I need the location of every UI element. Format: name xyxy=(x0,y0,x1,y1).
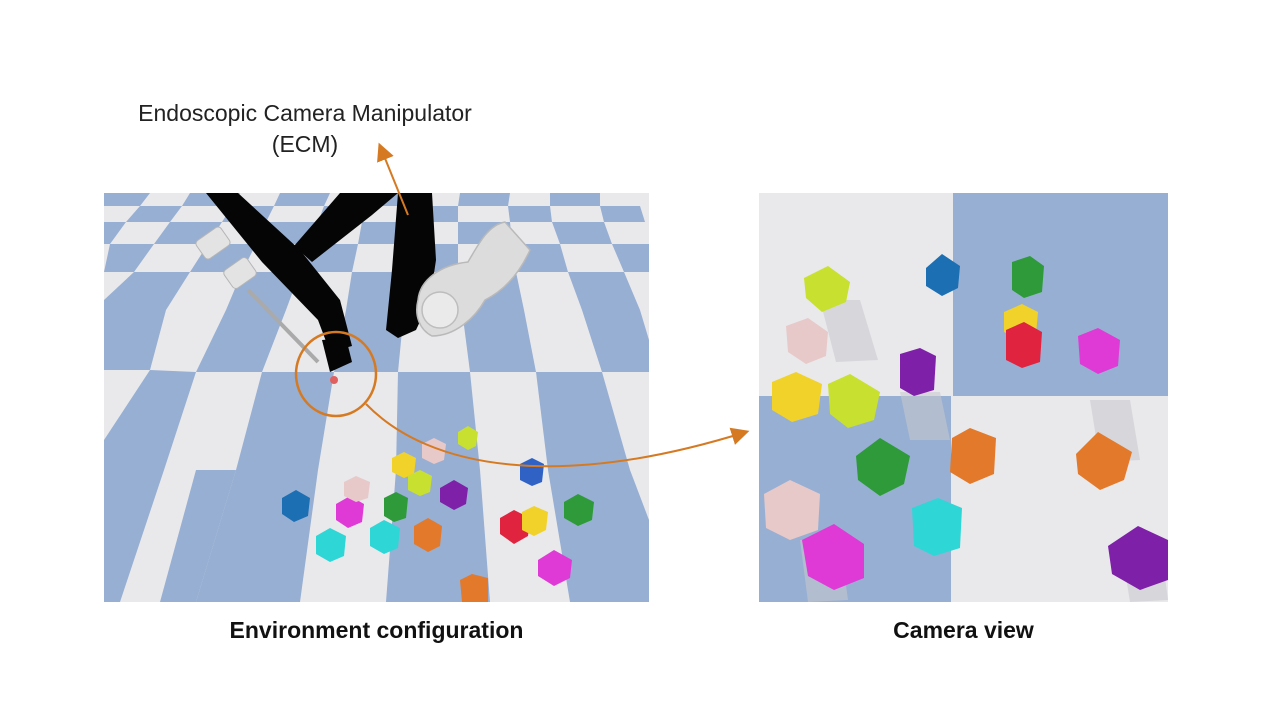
ecm-label-line1: Endoscopic Camera Manipulator xyxy=(138,100,472,126)
cube xyxy=(804,266,850,312)
cube xyxy=(926,254,960,296)
cube xyxy=(564,494,594,526)
cube xyxy=(370,520,400,554)
cube xyxy=(786,318,828,364)
camera-view-scene xyxy=(759,193,1168,602)
cube xyxy=(392,452,416,478)
cube xyxy=(316,528,346,562)
ecm-annotation-label: Endoscopic Camera Manipulator (ECM) xyxy=(100,98,510,160)
cube xyxy=(1076,432,1132,490)
cube xyxy=(520,458,544,486)
psm-robot-arm xyxy=(195,221,531,384)
cube xyxy=(336,496,364,528)
floor-tile-blue xyxy=(953,193,1168,396)
cube xyxy=(460,574,488,602)
ecm-pointer-arrow xyxy=(377,142,409,216)
cube xyxy=(440,480,468,510)
cube xyxy=(828,374,880,428)
cube xyxy=(772,372,822,422)
environment-caption: Environment configuration xyxy=(229,617,524,643)
cube xyxy=(522,506,548,536)
cube xyxy=(856,438,910,496)
environment-scene xyxy=(104,193,649,602)
cube xyxy=(764,480,820,540)
cube xyxy=(538,550,572,586)
cube xyxy=(1012,256,1044,298)
cube xyxy=(802,524,864,590)
cube xyxy=(384,492,408,522)
camera-view-caption: Camera view xyxy=(893,617,1034,643)
cube xyxy=(950,428,996,484)
camera-cubes xyxy=(764,254,1168,590)
cube xyxy=(1078,328,1120,374)
cube xyxy=(408,470,432,496)
cube xyxy=(344,476,370,502)
ecm-label-line2: (ECM) xyxy=(271,131,339,157)
cube xyxy=(1006,322,1042,368)
cube xyxy=(458,426,478,450)
floor-cubes xyxy=(282,426,594,602)
camera-view-arrow xyxy=(365,403,750,468)
cube xyxy=(900,348,936,396)
cube xyxy=(282,490,310,522)
cube xyxy=(414,518,442,552)
cube xyxy=(912,498,962,556)
cube xyxy=(1108,526,1168,590)
focus-circle xyxy=(294,330,378,418)
